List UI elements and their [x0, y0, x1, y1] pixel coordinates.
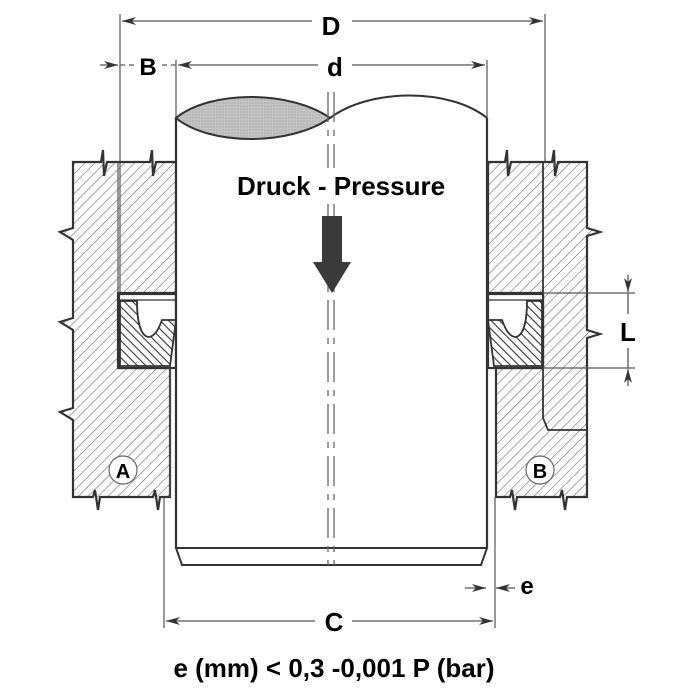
- dimension-e: e: [465, 573, 534, 600]
- piston: [174, 92, 489, 566]
- seal-right: [486, 292, 545, 370]
- label-D: D: [322, 11, 341, 41]
- label-housing-A: A: [116, 461, 130, 483]
- label-L: L: [620, 317, 636, 347]
- seal-left: [117, 292, 178, 370]
- u-seal-left: [119, 300, 178, 367]
- label-B-dimension: B: [139, 54, 156, 81]
- label-C: C: [325, 607, 344, 637]
- dimension-L: L: [543, 275, 636, 386]
- label-e: e: [520, 573, 533, 600]
- dimension-B: B: [100, 54, 176, 81]
- piston-chamfer: [174, 547, 489, 566]
- dimension-C: C: [166, 607, 493, 637]
- label-housing-B: B: [533, 461, 547, 483]
- pressure-label-bg: [210, 168, 472, 204]
- arrow-down-icon: [313, 216, 351, 293]
- piston-top-arc: [329, 94, 488, 119]
- housing-B-step-line: [542, 162, 587, 431]
- formula: e (mm) < 0,3 -0,001 P (bar): [173, 653, 494, 683]
- dimension-d: d: [175, 52, 488, 118]
- housing-A-badge: [108, 455, 138, 485]
- u-seal-right: [486, 300, 543, 367]
- pressure-label: Druck - Pressure: [237, 171, 445, 201]
- label-d: d: [327, 52, 343, 82]
- housing-B-badge: [525, 455, 555, 485]
